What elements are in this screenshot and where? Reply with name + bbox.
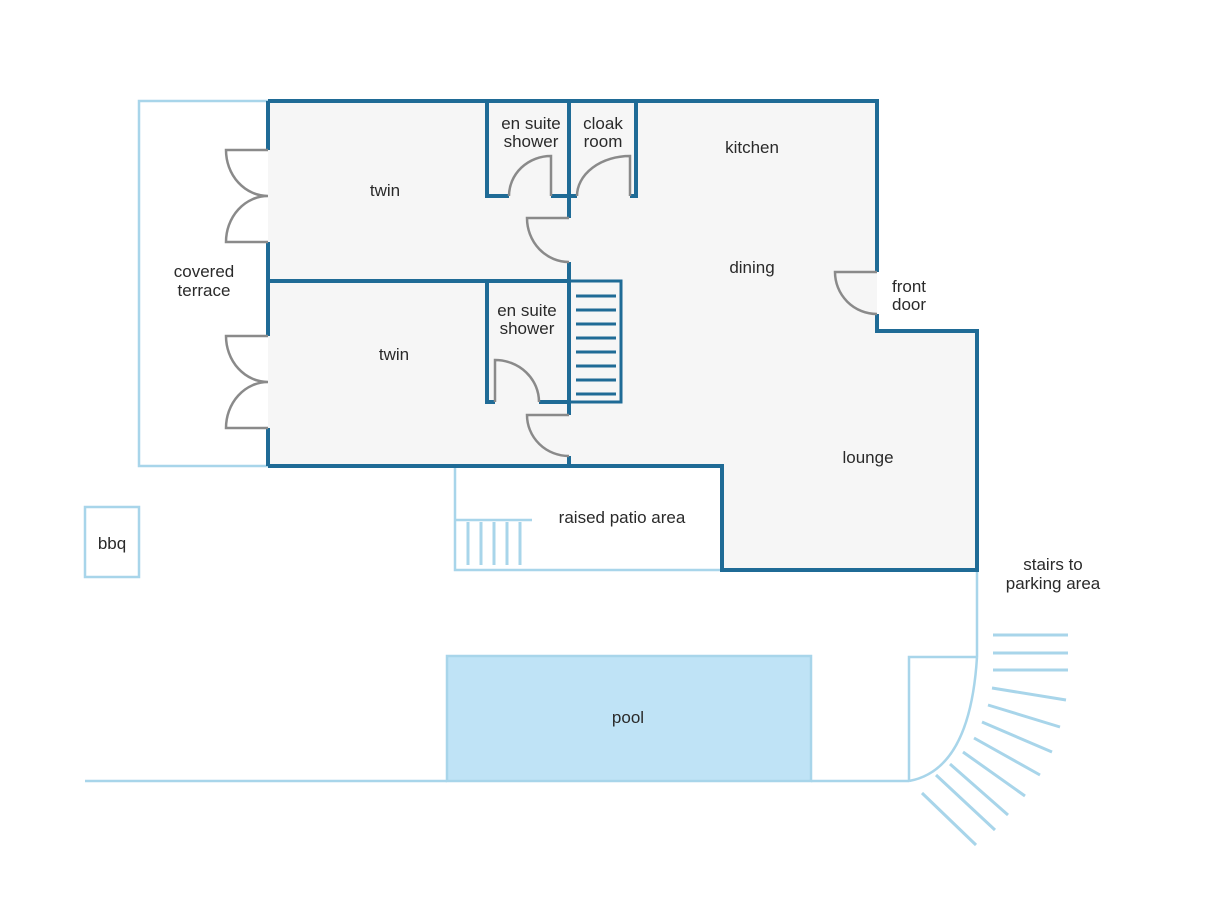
twin-top-label: twin: [370, 181, 400, 200]
ensuite-top-door-icon: [507, 154, 553, 197]
parking-stair-landing: [907, 655, 977, 781]
twin-bottom-label: twin: [379, 345, 409, 364]
patio-steps: [466, 522, 522, 565]
stairs-parking-label: stairs to: [1023, 555, 1083, 574]
twin-bottom-door-icon: [525, 413, 570, 458]
pool-label: pool: [612, 708, 644, 727]
front-door-label-2: door: [892, 295, 926, 314]
cloak-room-label: cloak: [583, 114, 623, 133]
front-door-label: front: [892, 277, 926, 296]
twin-top-door-icon: [525, 216, 570, 264]
pool-shape: [445, 654, 813, 783]
front-door-icon: [833, 270, 878, 316]
stairs-parking-label-2: parking area: [1006, 574, 1101, 593]
room-labels: twin twin en suite shower en suite showe…: [98, 114, 1101, 727]
raised-patio-label: raised patio area: [559, 508, 686, 527]
covered-terrace-label-2: terrace: [178, 281, 231, 300]
covered-terrace-outline: [137, 99, 268, 468]
ensuite-bottom-label-2: shower: [500, 319, 555, 338]
bbq-outline: [83, 505, 141, 579]
lounge-label: lounge: [842, 448, 893, 467]
site-outlines: [83, 99, 979, 783]
terrace-door-bottom-icon: [224, 334, 269, 430]
ensuite-top-label-2: shower: [504, 132, 559, 151]
covered-terrace-label: covered: [174, 262, 234, 281]
raised-patio-outline: [453, 466, 722, 572]
parking-stairs: [920, 633, 1068, 847]
dining-label: dining: [729, 258, 774, 277]
parking-stair-curve: [908, 656, 979, 783]
doors: [224, 148, 878, 458]
ensuite-bottom-door-icon: [493, 358, 541, 403]
terrace-door-top-icon: [224, 148, 269, 244]
bbq-label: bbq: [98, 534, 126, 553]
cloak-room-door-icon: [575, 154, 632, 197]
ensuite-bottom-label: en suite: [497, 301, 557, 320]
ensuite-top-label: en suite: [501, 114, 561, 133]
internal-staircase: [567, 279, 623, 404]
kitchen-label: kitchen: [725, 138, 779, 157]
cloak-room-label-2: room: [584, 132, 623, 151]
